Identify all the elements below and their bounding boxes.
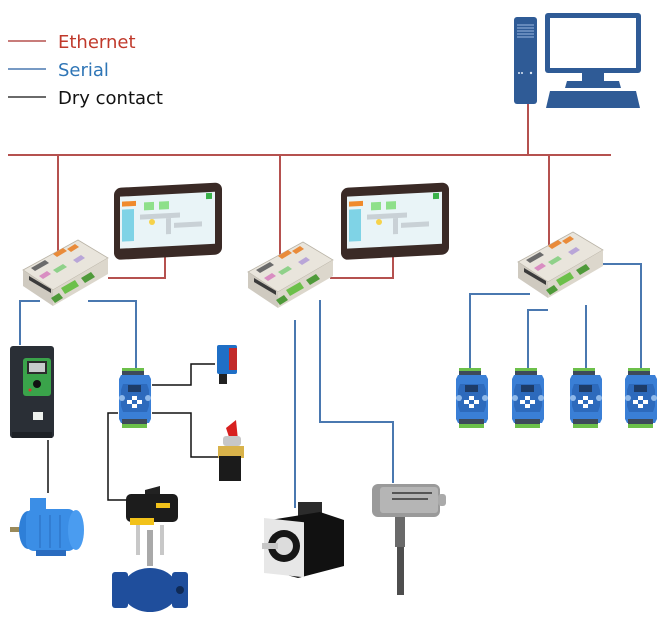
controller-2[interactable] — [247, 241, 334, 309]
duct-sensor[interactable] — [372, 484, 446, 595]
controller-1[interactable] — [22, 239, 109, 307]
legend: Ethernet Serial Dry contact — [8, 32, 163, 109]
selector-switch[interactable] — [218, 420, 244, 481]
legend-dry-contact-label: Dry contact — [58, 88, 163, 109]
serial-io-module-1-link — [88, 300, 137, 368]
dry-contact-selector-switch — [152, 412, 218, 458]
serial-duct-sensor-link — [319, 300, 394, 483]
io-module-2[interactable] — [456, 368, 488, 428]
pc-keyboard — [546, 91, 640, 108]
serial-io-module-2-link — [469, 293, 530, 375]
hmi-panel-2[interactable] — [341, 182, 449, 260]
legend-ethernet-label: Ethernet — [58, 32, 136, 53]
serial-links — [19, 263, 642, 508]
pc-tower — [514, 17, 537, 104]
io-module-1[interactable] — [119, 368, 151, 428]
hmi-panel-1[interactable] — [114, 182, 222, 260]
ethernet-hmi-1-link — [108, 255, 166, 279]
photoelectric-sensor[interactable] — [217, 345, 237, 384]
pc-workstation[interactable] — [514, 13, 641, 108]
ethernet-links — [8, 104, 611, 279]
dry-contact-valve — [107, 412, 128, 501]
serial-io-module-5-link — [598, 263, 642, 368]
ethernet-hmi-2-link — [330, 255, 394, 279]
control-valve[interactable] — [112, 486, 188, 612]
controller-3[interactable] — [517, 231, 604, 299]
serial-io-module-3-link — [527, 309, 548, 368]
dry-contact-links — [47, 363, 218, 501]
vfd-drive[interactable] — [10, 346, 54, 438]
servo-motor[interactable] — [262, 502, 344, 578]
io-module-5[interactable] — [625, 368, 657, 428]
io-module-3[interactable] — [512, 368, 544, 428]
electric-motor[interactable] — [10, 498, 84, 556]
dry-contact-photo-sensor — [152, 363, 215, 386]
legend-serial-label: Serial — [58, 60, 109, 81]
io-module-4[interactable] — [570, 368, 602, 428]
serial-vfd-link — [19, 300, 40, 345]
